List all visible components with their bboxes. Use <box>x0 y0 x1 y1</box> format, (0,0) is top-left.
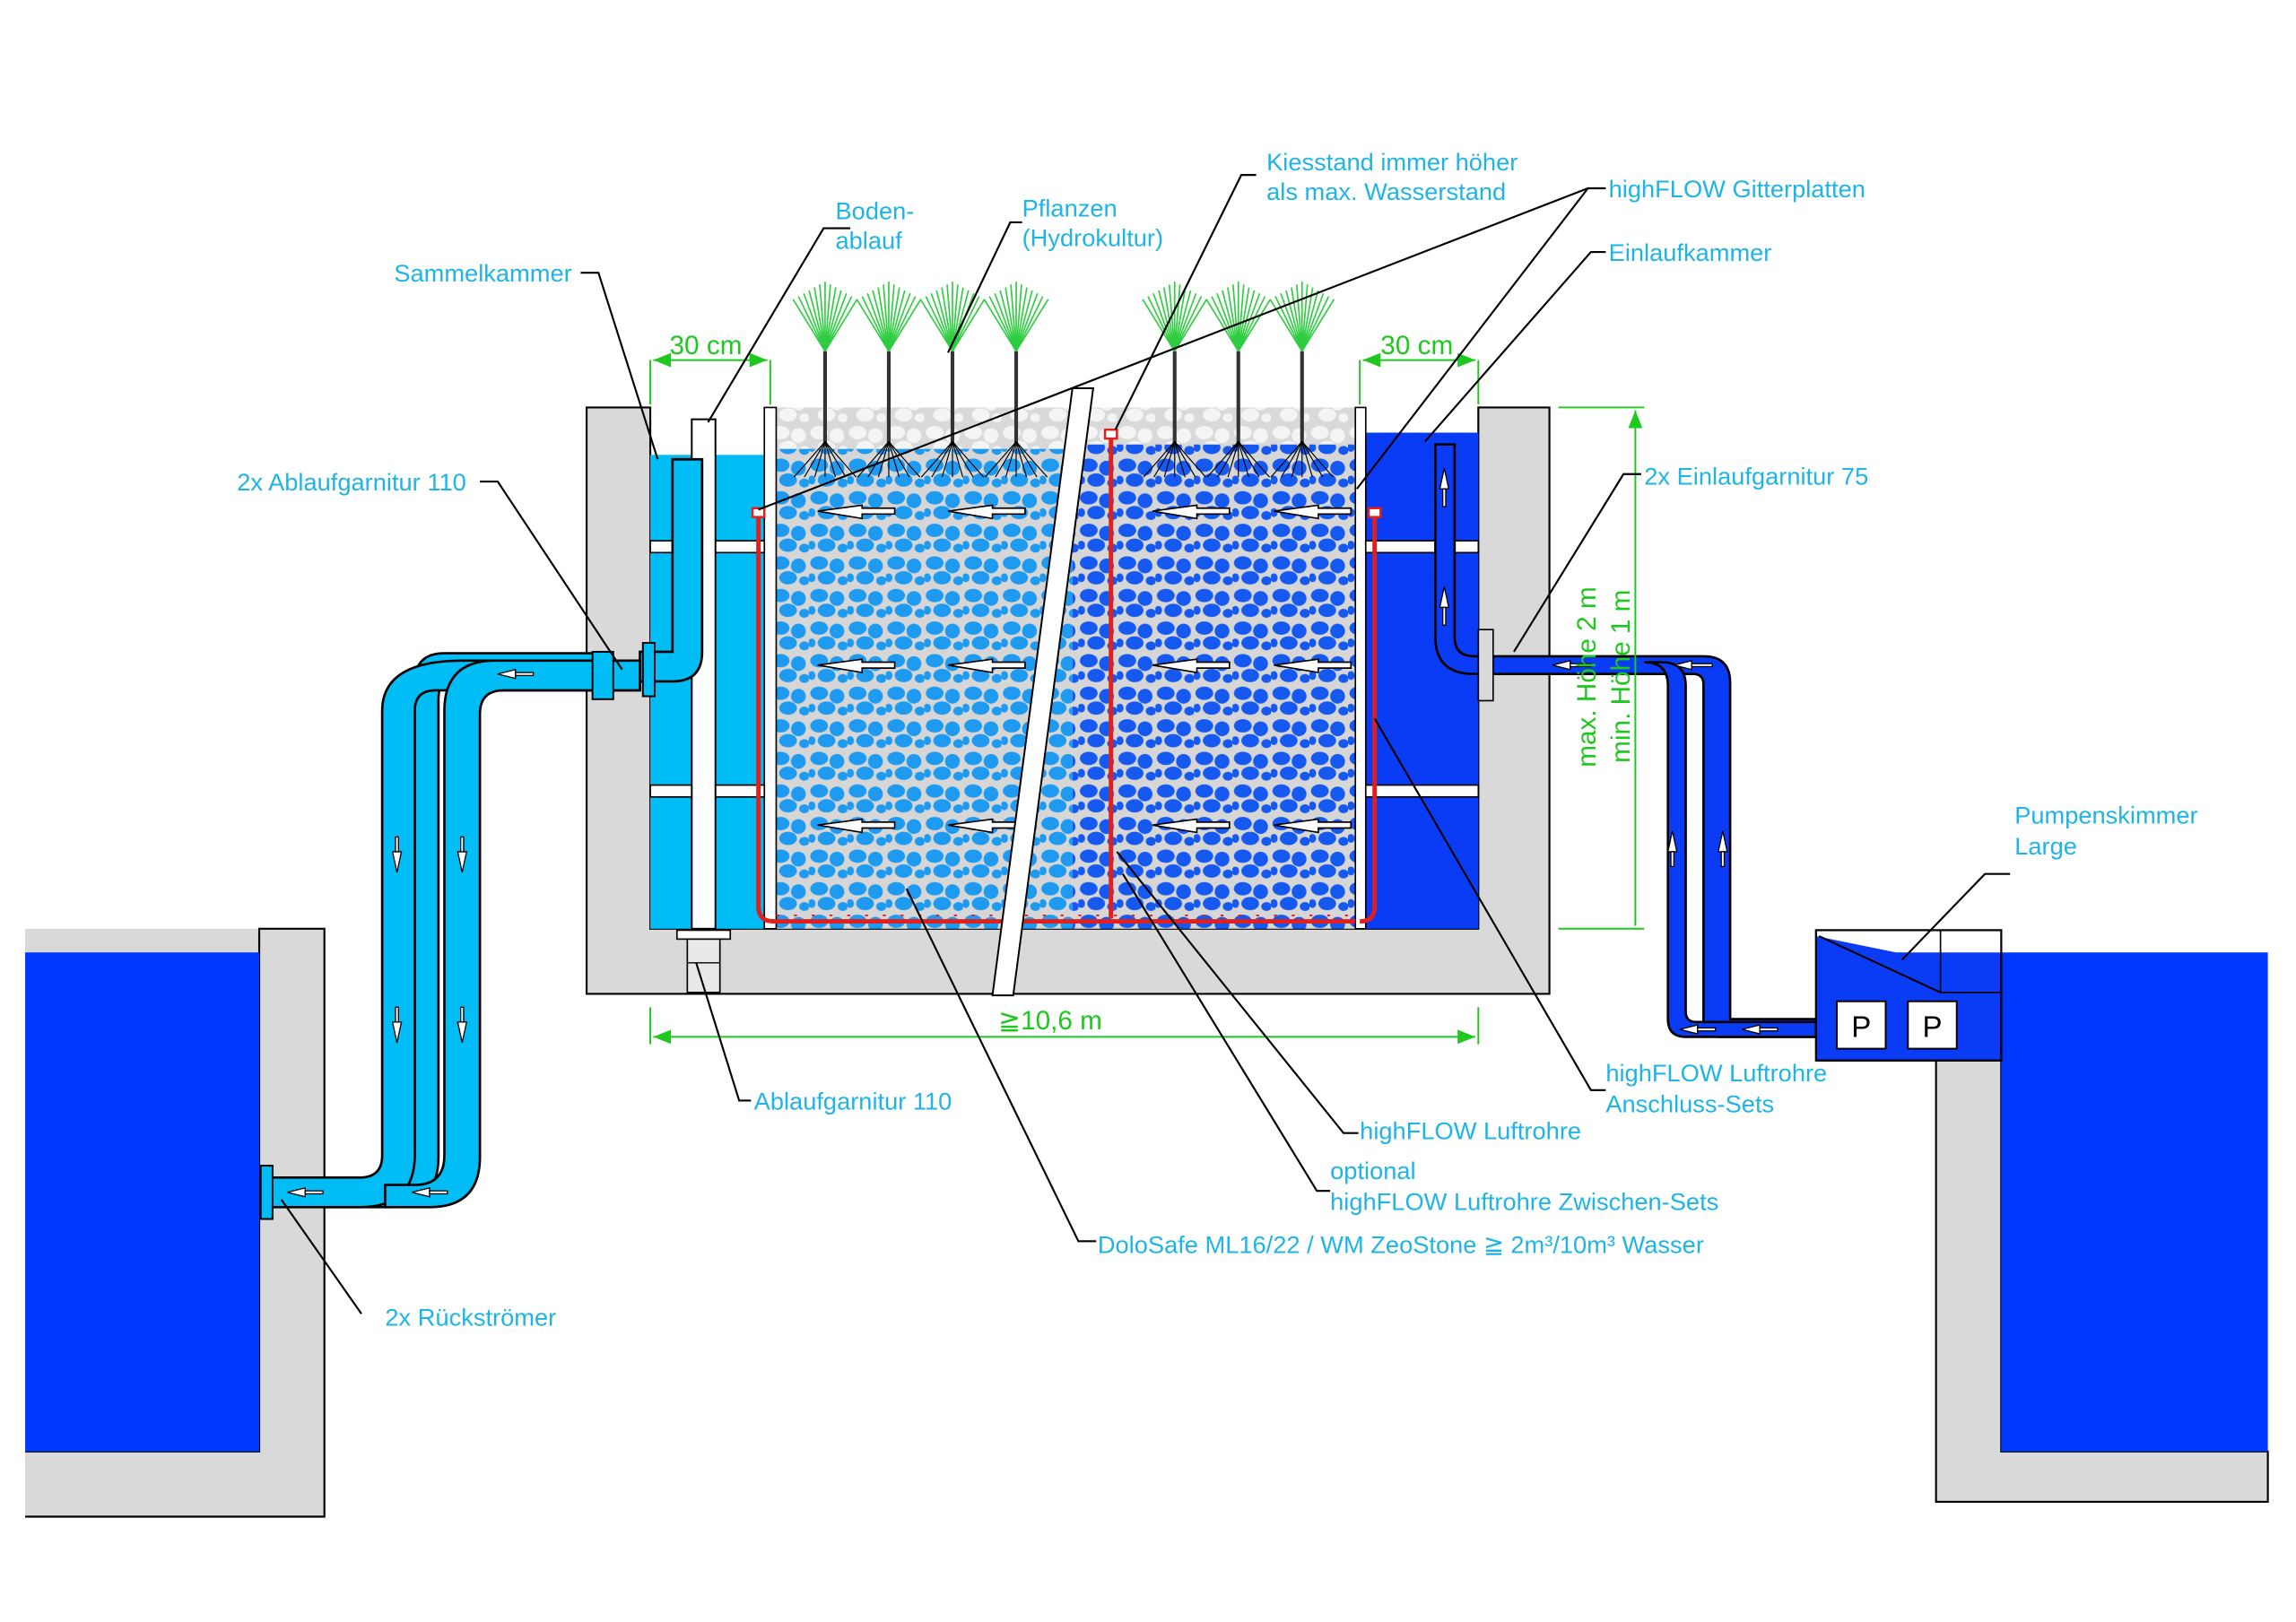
label-bodenablauf-1: Boden- <box>836 197 915 225</box>
label-ablaufgarnitur-2x: 2x Ablaufgarnitur 110 <box>237 468 466 496</box>
pump-skimmer: P P <box>1814 929 2003 1062</box>
right-pond <box>1935 952 2269 1504</box>
label-luftrohre-zwischen: highFLOW Luftrohre Zwischen-Sets <box>1330 1188 1718 1216</box>
leader-lines <box>280 174 2011 1314</box>
label-substrate: DoloSafe ML16/22 / WM ZeoStone ≧ 2m³/10m… <box>1098 1231 1704 1259</box>
label-pumpenskimmer-1: Pumpenskimmer <box>2014 802 2197 829</box>
label-pumpenskimmer-2: Large <box>2014 832 2077 860</box>
inlet-flow-arrows <box>1439 468 1779 1035</box>
dim-max-height: max. Höhe 2 m <box>1572 586 1602 768</box>
label-einlaufkammer: Einlaufkammer <box>1609 239 1772 266</box>
dim-length: ≧10,6 m <box>998 1006 1102 1036</box>
dim-min-height: min. Höhe 1 m <box>1606 590 1636 763</box>
label-rueckstroemer: 2x Rückströmer <box>385 1303 556 1331</box>
label-bodenablauf-2: ablauf <box>836 227 903 255</box>
label-pflanzen-1: Pflanzen <box>1022 194 1118 221</box>
plants <box>792 282 1335 478</box>
label-kiesstand-2: als max. Wasserstand <box>1266 178 1506 205</box>
label-sammelkammer: Sammelkammer <box>394 259 571 287</box>
label-luftrohre: highFLOW Luftrohre <box>1360 1116 1581 1144</box>
label-luftrohre-anschluss-1: highFLOW Luftrohre <box>1605 1059 1827 1087</box>
dim-right-chamber: 30 cm <box>1380 331 1453 360</box>
label-gitterplatten: highFLOW Gitterplatten <box>1609 175 1866 203</box>
pump-2: P <box>1907 1000 1958 1050</box>
plant-icon <box>1269 282 1335 478</box>
label-luftrohre-anschluss-2: Anschluss-Sets <box>1605 1090 1774 1118</box>
left-pond-water <box>25 952 260 1452</box>
gitterplatte-right <box>1354 406 1367 930</box>
pump-1-label: P <box>1851 1010 1871 1043</box>
return-pipes <box>259 642 657 1220</box>
labels: Sammelkammer Boden- ablauf Pflanzen (Hyd… <box>237 148 2197 1331</box>
gravel-bed <box>776 407 1361 929</box>
left-pond <box>25 927 326 1518</box>
einlaufkammer-water <box>1365 432 1479 929</box>
plant-icon <box>983 282 1049 478</box>
label-optional: optional <box>1330 1157 1415 1184</box>
return-flow-arrows <box>287 668 535 1198</box>
right-pond-water <box>2001 952 2268 1452</box>
plant-icon <box>792 282 858 478</box>
dim-left-chamber: 30 cm <box>670 331 743 360</box>
pump-2-label: P <box>1923 1010 1943 1043</box>
plant-icon <box>919 282 986 478</box>
plant-icon <box>856 282 922 478</box>
gitterplatte-left <box>763 406 778 930</box>
air-tubes <box>751 428 1382 924</box>
dimension-lines <box>649 352 1645 1045</box>
label-pflanzen-2: (Hydrokultur) <box>1022 223 1163 251</box>
label-ablaufgarnitur: Ablaufgarnitur 110 <box>754 1087 952 1115</box>
flow-arrows <box>817 504 1352 834</box>
gravel-level-marker <box>991 386 1095 997</box>
pump-1: P <box>1836 1000 1887 1050</box>
label-einlaufgarnitur-2x: 2x Einlaufgarnitur 75 <box>1644 462 1868 490</box>
label-kiesstand-1: Kiesstand immer höher <box>1266 148 1518 176</box>
plant-icon <box>1205 282 1272 478</box>
